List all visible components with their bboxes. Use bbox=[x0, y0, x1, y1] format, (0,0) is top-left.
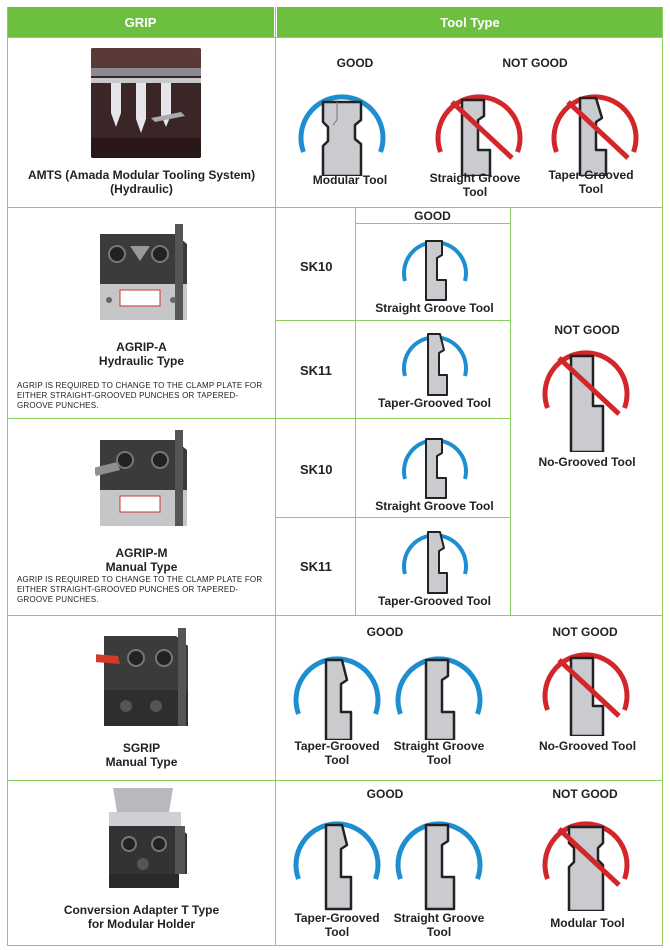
grid-line bbox=[662, 7, 663, 946]
sgrip-name-line1: SGRIP bbox=[122, 741, 161, 755]
grid-line bbox=[7, 7, 8, 946]
agrip-m-tool-sk10: Straight Groove Tool bbox=[375, 499, 494, 513]
sgrip-tool-straight-groove: Straight Groove Tool bbox=[393, 739, 485, 767]
agrip-a-sk10: SK10 bbox=[300, 259, 333, 274]
agrip-a-note: AGRIP IS REQUIRED TO CHANGE TO THE CLAMP… bbox=[17, 381, 263, 410]
agrip-a-taper-grooved-icon bbox=[402, 333, 468, 396]
sgrip-straight-groove-icon bbox=[395, 656, 483, 740]
agrip-m-note: AGRIP IS REQUIRED TO CHANGE TO THE CLAMP… bbox=[17, 575, 263, 604]
grid-line bbox=[275, 517, 510, 518]
agrip-a-sk11: SK11 bbox=[300, 363, 332, 378]
agrip-not-good-tool: No-Grooved Tool bbox=[538, 455, 636, 469]
header-grip: GRIP bbox=[7, 7, 274, 37]
header-tool-type: Tool Type bbox=[277, 7, 663, 37]
agrip-not-good-label: NOT GOOD bbox=[554, 323, 620, 337]
amts-tool-modular: Modular Tool bbox=[312, 173, 388, 187]
agrip-m-name-line1: AGRIP-M bbox=[115, 546, 168, 560]
amts-good-label: GOOD bbox=[336, 56, 374, 70]
conversion-straight-groove-icon bbox=[395, 821, 483, 911]
sgrip-taper-grooved-icon bbox=[293, 656, 381, 740]
grid-line bbox=[355, 223, 510, 224]
agrip-a-name-line1: AGRIP-A bbox=[116, 340, 167, 354]
conversion-good-label: GOOD bbox=[366, 787, 404, 801]
conversion-tool-modular: Modular Tool bbox=[550, 916, 625, 930]
agrip-m-tool-sk11: Taper-Grooved Tool bbox=[378, 594, 491, 608]
sgrip-photo bbox=[96, 628, 188, 726]
grid-line bbox=[355, 207, 356, 615]
conversion-not-good-label: NOT GOOD bbox=[552, 787, 618, 801]
amts-taper-grooved-prohibited-icon bbox=[551, 94, 639, 176]
agrip-m-name-line2: Manual Type bbox=[105, 560, 178, 574]
grid-line bbox=[7, 615, 663, 616]
amts-name: AMTS (Amada Modular Tooling System) (Hyd… bbox=[27, 168, 256, 196]
grid-line bbox=[275, 320, 510, 321]
amts-straight-groove-prohibited-icon bbox=[435, 94, 523, 176]
grid-line bbox=[7, 207, 663, 208]
conversion-adapter-photo bbox=[109, 788, 187, 888]
sgrip-name-line2: Manual Type bbox=[105, 755, 178, 769]
agrip-m-photo bbox=[95, 430, 187, 526]
agrip-no-grooved-prohibited-icon bbox=[542, 350, 630, 452]
grid-line bbox=[510, 207, 511, 615]
conversion-taper-grooved-icon bbox=[293, 821, 381, 911]
amts-photo bbox=[91, 48, 201, 158]
agrip-a-tool-sk11: Taper-Grooved Tool bbox=[378, 396, 491, 410]
conversion-tool-straight-groove: Straight Groove Tool bbox=[393, 911, 485, 939]
agrip-m-straight-groove-icon bbox=[402, 438, 468, 499]
sgrip-no-grooved-prohibited-icon bbox=[542, 652, 630, 736]
conversion-tool-taper-grooved: Taper-Grooved Tool bbox=[294, 911, 380, 939]
header-tool-type-label: Tool Type bbox=[440, 14, 500, 30]
amts-not-good-label: NOT GOOD bbox=[502, 56, 568, 70]
conversion-modular-prohibited-icon bbox=[542, 821, 630, 911]
amts-modular-tool-icon bbox=[298, 94, 386, 176]
agrip-m-sk10: SK10 bbox=[300, 462, 333, 477]
grid-line bbox=[275, 7, 276, 946]
agrip-good-label: GOOD bbox=[414, 209, 451, 223]
amts-tool-taper-grooved: Taper-Grooved Tool bbox=[548, 168, 634, 196]
sgrip-not-good-label: NOT GOOD bbox=[552, 625, 618, 639]
header-grip-label: GRIP bbox=[124, 14, 157, 30]
sgrip-tool-taper-grooved: Taper-Grooved Tool bbox=[294, 739, 380, 767]
grid-line bbox=[7, 945, 663, 946]
conversion-name-line1: Conversion Adapter T Type bbox=[63, 903, 220, 917]
grid-line bbox=[7, 418, 510, 419]
agrip-m-sk11: SK11 bbox=[300, 559, 332, 574]
agrip-a-tool-sk10: Straight Groove Tool bbox=[375, 301, 494, 315]
grid-line bbox=[7, 780, 663, 781]
agrip-a-straight-groove-icon bbox=[402, 240, 468, 301]
amts-tool-straight-groove: Straight Groove Tool bbox=[429, 171, 521, 199]
agrip-m-taper-grooved-icon bbox=[402, 531, 468, 594]
conversion-name-line2: for Modular Holder bbox=[87, 917, 196, 931]
agrip-a-name-line2: Hydraulic Type bbox=[98, 354, 185, 368]
sgrip-good-label: GOOD bbox=[366, 625, 404, 639]
agrip-a-photo bbox=[100, 224, 187, 320]
sgrip-tool-no-grooved: No-Grooved Tool bbox=[538, 739, 637, 753]
grid-line bbox=[7, 37, 663, 38]
